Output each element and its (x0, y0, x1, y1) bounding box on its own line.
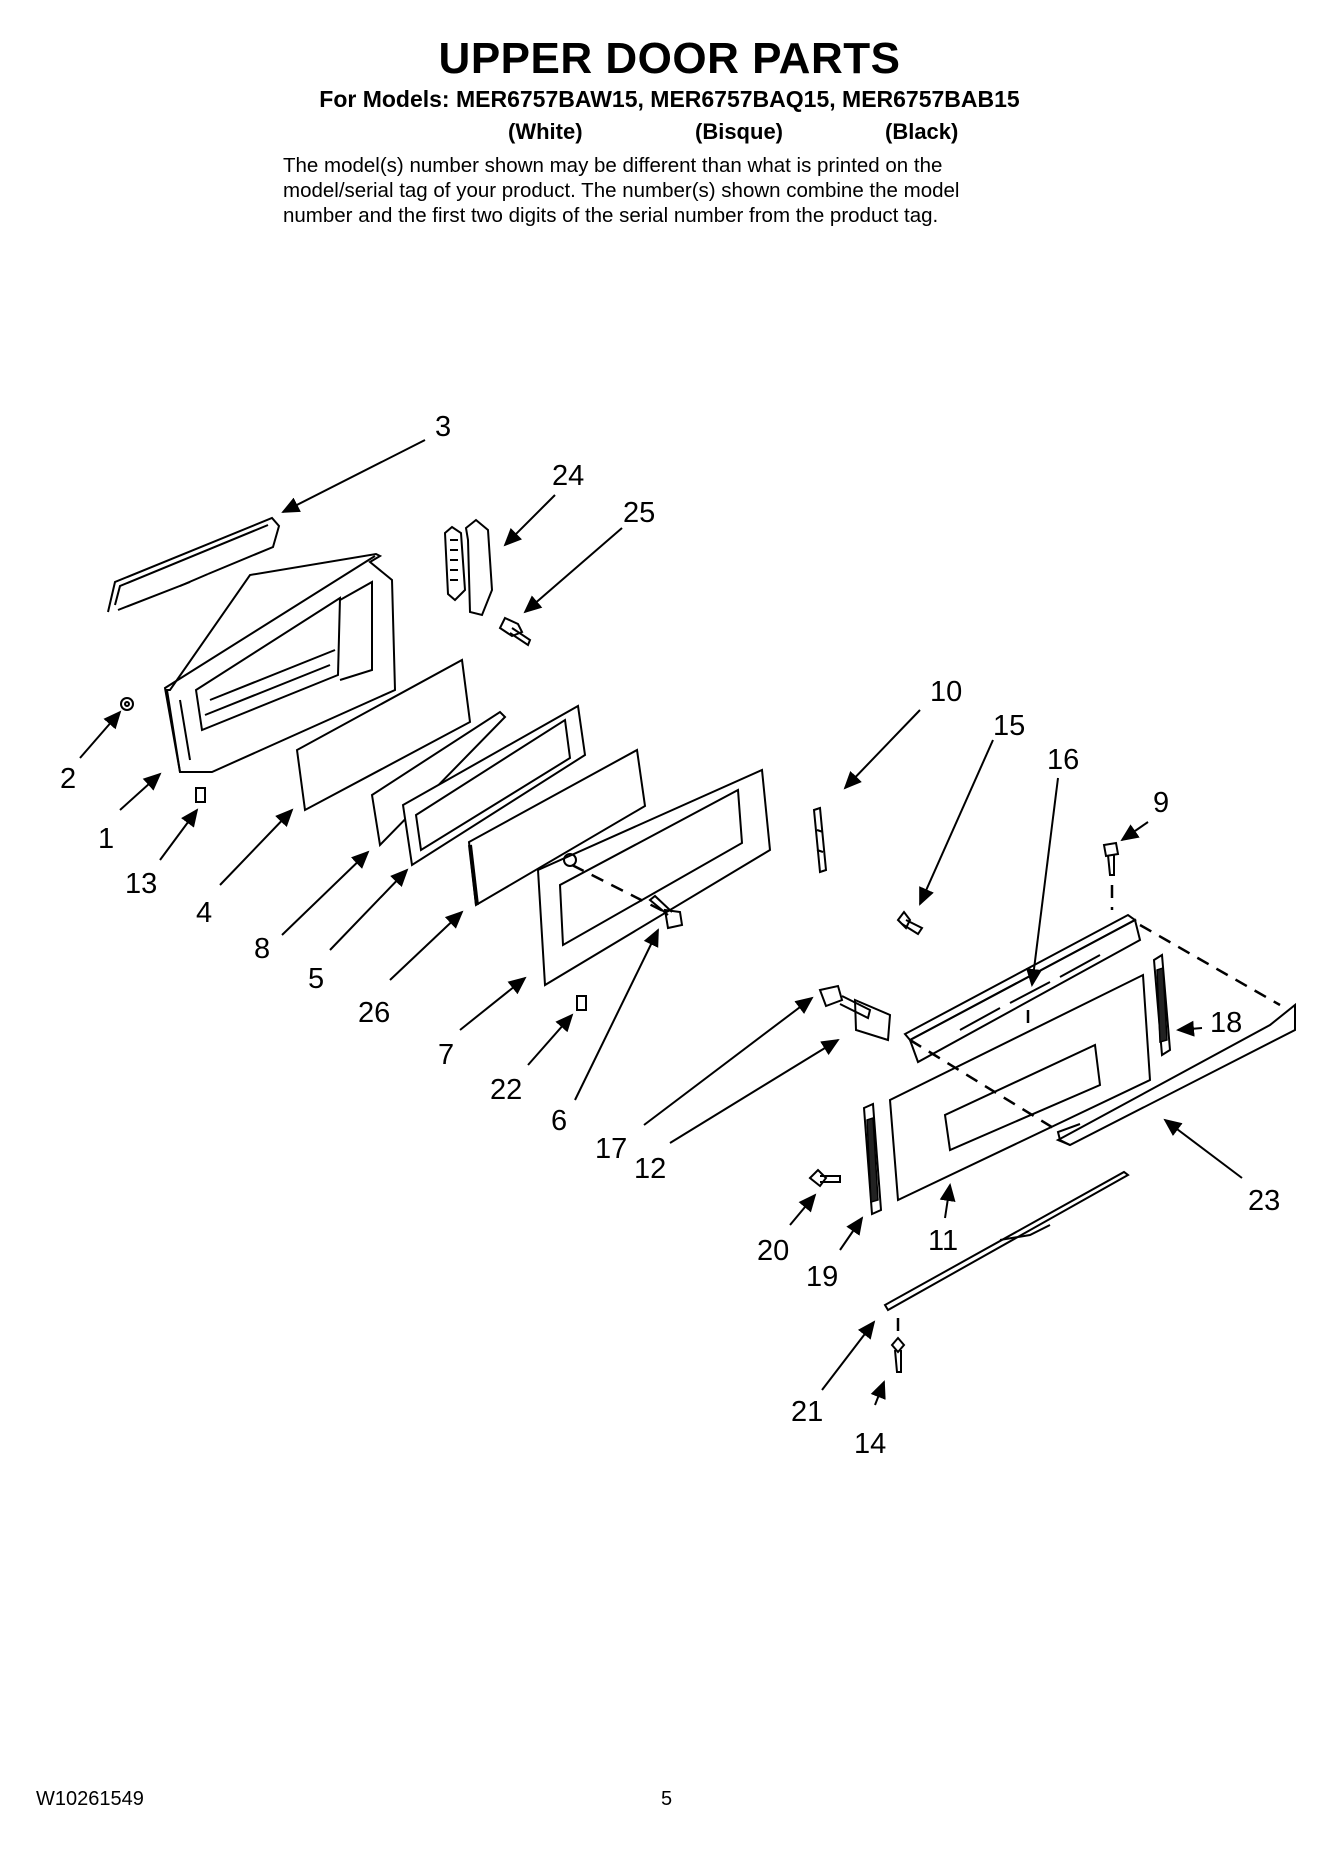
callout-6: 6 (551, 1105, 567, 1137)
part-inner-panel (888, 973, 1152, 1202)
callout-23: 23 (1248, 1185, 1280, 1217)
assembly-line (571, 863, 666, 914)
callout-7: 7 (438, 1039, 454, 1071)
part-screw (498, 616, 532, 647)
part-screw-15 (896, 910, 924, 936)
part-bracket (818, 984, 892, 1042)
part-handle (1055, 1002, 1296, 1147)
part-screw-6 (648, 894, 684, 930)
document-code: W10261549 (36, 1788, 144, 1810)
model-note-line: number and the first two digits of the s… (283, 204, 939, 227)
callout-1: 1 (98, 823, 114, 855)
part-vent-channel (903, 913, 1142, 1064)
color-white: (White) (508, 119, 583, 144)
callout-25: 25 (623, 497, 655, 529)
model-note-line: model/serial tag of your product. The nu… (283, 179, 960, 202)
callout-21: 21 (791, 1396, 823, 1428)
callout-19: 19 (806, 1261, 838, 1293)
callout-16: 16 (1047, 744, 1079, 776)
callout-24: 24 (552, 460, 584, 492)
callout-10: 10 (930, 676, 962, 708)
color-bisque: (Bisque) (695, 119, 783, 144)
callout-13: 13 (125, 868, 157, 900)
part-inner-door-frame (163, 552, 397, 773)
part-vent-right-slot (1156, 966, 1168, 1043)
callout-26: 26 (358, 997, 390, 1029)
leader-lines (79, 439, 1243, 1406)
callout-17: 17 (595, 1133, 627, 1165)
callout-22: 22 (490, 1074, 522, 1106)
callout-3: 3 (435, 411, 451, 443)
model-note-line: The model(s) number shown may be differe… (283, 154, 943, 177)
part-glass-pack (401, 704, 587, 867)
callout-8: 8 (254, 933, 270, 965)
page-title: UPPER DOOR PARTS (438, 34, 901, 83)
callout-15: 15 (993, 710, 1025, 742)
page-number: 5 (661, 1788, 673, 1810)
callout-5: 5 (308, 963, 324, 995)
part-hinge (443, 518, 494, 617)
part-bottom-trim (883, 1170, 1130, 1312)
part-door-liner (536, 768, 772, 987)
callout-labels: 1 2 3 4 5 6 7 8 9 10 11 12 13 14 15 16 1… (60, 411, 1280, 1460)
callout-4: 4 (196, 897, 212, 929)
part-clip (120, 697, 134, 711)
callout-9: 9 (1153, 787, 1169, 819)
callout-2: 2 (60, 763, 76, 795)
callout-18: 18 (1210, 1007, 1242, 1039)
color-black: (Black) (885, 119, 959, 144)
part-gasket (107, 516, 281, 613)
part-screw-20 (808, 1168, 841, 1188)
callout-12: 12 (634, 1153, 666, 1185)
part-pad (195, 787, 206, 803)
part-inner-glass-edge (468, 844, 479, 906)
part-glass-panel (295, 658, 472, 812)
part-screw-14 (890, 1336, 906, 1373)
part-vertical-trim (812, 806, 828, 874)
models-line: For Models: MER6757BAW15, MER6757BAQ15, … (319, 86, 1020, 112)
part-pad-22 (576, 995, 587, 1011)
assembly-line (909, 1038, 1061, 1134)
model-note: The model(s) number shown may be differe… (283, 153, 1083, 228)
part-vent-left-slot (866, 1116, 879, 1203)
callout-14: 14 (854, 1428, 886, 1460)
part-screw-9 (1102, 841, 1120, 876)
assembly-line (1139, 923, 1281, 1007)
callout-20: 20 (757, 1235, 789, 1267)
callout-11: 11 (928, 1225, 958, 1257)
